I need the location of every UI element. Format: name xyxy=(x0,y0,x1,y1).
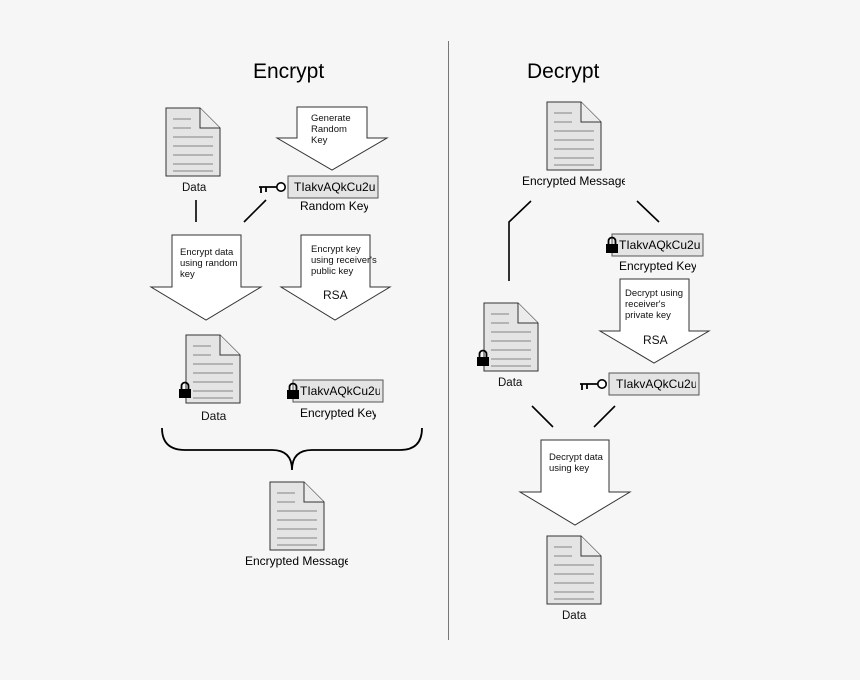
document-icon xyxy=(546,101,602,171)
curly-brace xyxy=(161,427,423,471)
encrypt-key-step: Encrypt key using receiver's public key xyxy=(311,244,377,277)
decrypt-data-step: Decrypt data using key xyxy=(549,452,603,474)
lock-icon xyxy=(476,349,490,367)
random-key-value: TIakvAQkCu2u xyxy=(294,180,375,194)
connector-line xyxy=(243,199,267,223)
encrypted-data-label: Data xyxy=(498,377,523,389)
document-icon xyxy=(165,107,221,177)
connector-line xyxy=(636,200,660,223)
data-label: Data xyxy=(182,182,207,194)
document-icon xyxy=(483,302,539,372)
encrypt-title: Encrypt xyxy=(253,60,325,83)
document-icon xyxy=(546,535,602,605)
decrypt-key-step: Decrypt using receiver's private key xyxy=(625,288,684,321)
lock-icon xyxy=(178,381,192,399)
data-label: Data xyxy=(562,610,587,622)
generate-key-arrow xyxy=(275,106,389,171)
encrypted-key-value: TIakvAQkCu2u xyxy=(300,384,380,398)
random-key-label: Random Key xyxy=(300,199,368,213)
connector-line xyxy=(508,200,532,281)
decrypt-key-arrow xyxy=(598,278,711,364)
key-box xyxy=(608,372,700,396)
encrypted-message-label: Encrypted Message xyxy=(245,554,348,568)
key-icon xyxy=(579,378,608,391)
document-icon xyxy=(185,334,241,404)
rsa-label: RSA xyxy=(323,288,348,302)
encrypted-key-label: Encrypted Key xyxy=(300,406,376,420)
decrypt-title: Decrypt xyxy=(527,60,600,83)
key-icon xyxy=(258,181,287,194)
encrypted-key-value: TIakvAQkCu2u xyxy=(619,238,700,252)
generate-key-step: Generate Random Key xyxy=(311,113,351,146)
decrypt-data-arrow xyxy=(518,439,632,526)
connector-line xyxy=(593,405,616,428)
encrypted-message-label: Encrypted Message xyxy=(522,174,625,188)
key-value: TIakvAQkCu2u xyxy=(616,377,696,391)
encrypt-data-step: Encrypt data using random key xyxy=(180,247,238,280)
random-key-box xyxy=(287,175,379,199)
encrypted-key-label: Encrypted Key xyxy=(619,259,696,273)
encrypt-key-arrow xyxy=(279,234,392,321)
rsa-label: RSA xyxy=(643,333,668,347)
encrypt-data-arrow xyxy=(149,234,263,321)
encrypted-data-label: Data xyxy=(201,409,227,423)
document-icon xyxy=(269,481,325,551)
connector-line xyxy=(531,405,554,428)
